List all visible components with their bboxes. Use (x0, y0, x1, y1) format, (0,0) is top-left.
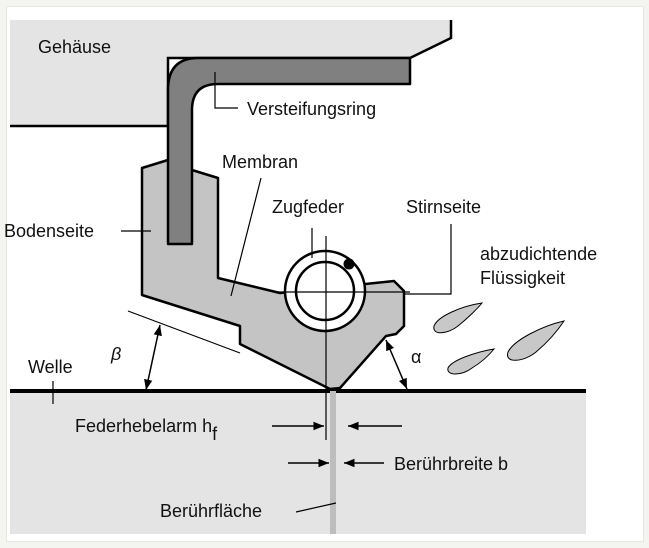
label-beta: β (110, 344, 121, 364)
leader-membran (230, 177, 262, 297)
stiffening-ring (166, 56, 412, 246)
seal-body (140, 158, 406, 391)
label-spring: Zugfeder (272, 197, 344, 217)
label-front-side: Stirnseite (406, 197, 481, 217)
beta-arrow (144, 324, 162, 391)
fluid-droplet (433, 302, 484, 334)
leader-stirnseite (405, 224, 452, 295)
leader-versteifungsring (214, 72, 238, 109)
label-membrane: Membran (222, 152, 298, 172)
leader-beruehrflaeche (295, 502, 337, 513)
spring-inner (294, 260, 356, 322)
label-shaft: Welle (28, 357, 73, 377)
fluid-droplet (507, 320, 566, 361)
lever-arm-text: Federhebelarm h (75, 416, 212, 436)
label-stiffening-ring: Versteifungsring (247, 99, 376, 119)
spring-wire-dot (343, 258, 355, 270)
label-housing: Gehäuse (38, 37, 111, 57)
label-contact-width: Berührbreite b (394, 454, 508, 474)
label-fluid-line1: abzudichtende (480, 244, 597, 264)
contact-area-strip (330, 391, 336, 534)
label-bottom-side: Bodenseite (4, 221, 94, 241)
label-spring-lever-arm: Federhebelarm hf (75, 416, 218, 444)
label-fluid-line2: Flüssigkeit (480, 268, 565, 288)
housing (10, 20, 451, 126)
label-contact-area: Berührfläche (160, 501, 262, 521)
lever-arm-subscript: f (212, 424, 218, 444)
beta-reference-line (127, 310, 241, 354)
alpha-arrow (385, 339, 408, 390)
label-alpha: α (411, 347, 421, 367)
fluid-droplet (447, 348, 496, 375)
